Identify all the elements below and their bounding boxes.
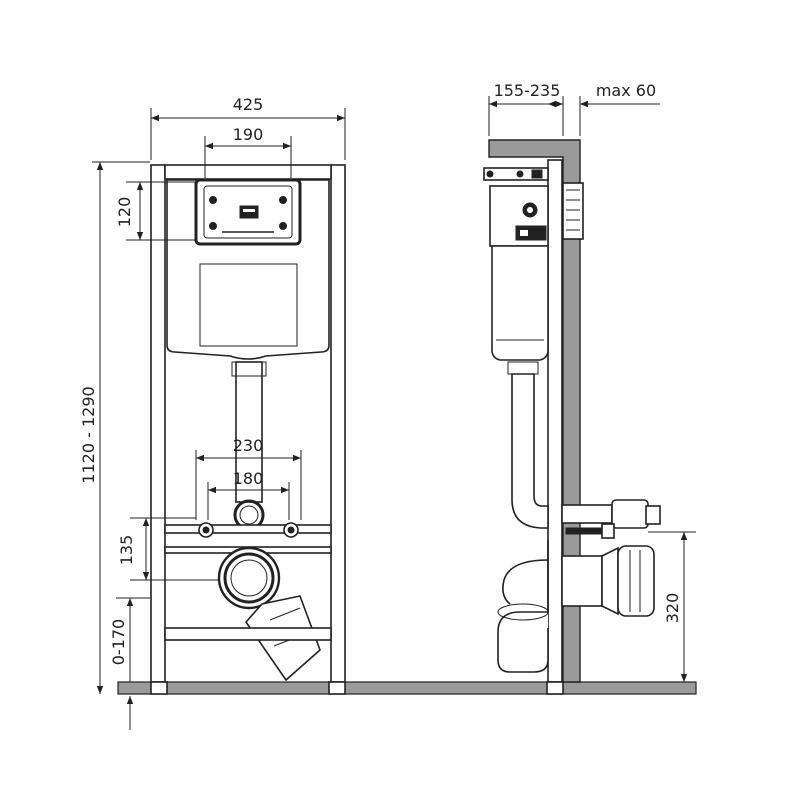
dim-width-total: 425 [150,95,346,160]
side-stud-bolt [565,523,615,539]
side-flush-pipe [507,361,549,529]
side-top-bracket [483,167,549,181]
side-view [483,139,661,695]
dim-frame-height: 1120 - 1290 [79,161,150,694]
dim-button-height: 120 [115,181,196,241]
side-drain-connector [561,545,655,617]
frame-bottom-rail [164,627,332,641]
dim-outlet-height-label: 320 [663,593,682,624]
dim-button-width-label: 190 [233,125,264,144]
dim-outlet-height: 320 [648,531,696,682]
side-button-housing [489,185,549,247]
dim-wall-depth: 155-235 [488,81,564,136]
wall-anchor [562,182,584,240]
dim-stud-outer-label: 230 [233,436,264,455]
dim-stud-outer: 230 [195,436,302,520]
dim-width-total-label: 425 [233,95,264,114]
dim-foot-adjust: 0-170 [109,597,150,730]
drain-outlet [217,546,281,610]
dim-stud-to-outlet-label: 135 [117,535,136,566]
cistern-inner-panel [199,263,298,347]
side-cistern [491,245,549,361]
floor [117,681,697,695]
front-view [150,164,346,695]
dim-stud-to-outlet: 135 [117,517,220,581]
dim-frame-height-label: 1120 - 1290 [79,386,98,483]
side-flush-connector [561,499,661,529]
dim-button-width: 190 [204,125,292,178]
flush-button-frame [194,178,302,246]
dim-max-front-label: max 60 [596,81,656,100]
dim-button-height-label: 120 [115,197,134,228]
frame-left-post [150,164,168,695]
flush-pipe [231,361,267,503]
side-drain-bend [497,540,549,673]
side-frame-post [547,159,563,683]
dim-foot-adjust-label: 0-170 [109,619,128,666]
dim-stud-inner: 180 [207,469,290,520]
dim-max-front: max 60 [548,81,660,136]
frame-right-post [328,164,346,695]
dim-wall-depth-label: 155-235 [494,81,561,100]
frame-top-rail [164,164,332,180]
stud-crossbar [164,522,332,538]
dim-stud-inner-label: 180 [233,469,264,488]
cistern-body [166,179,330,360]
